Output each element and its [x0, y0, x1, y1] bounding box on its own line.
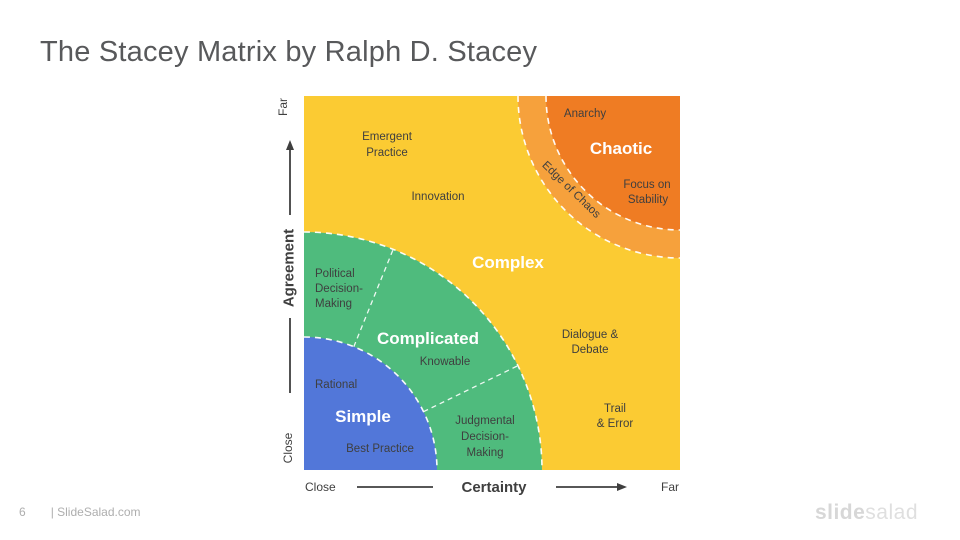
x-axis-arrowhead-right: [617, 483, 627, 491]
brand-logo-slide: slide: [814, 501, 866, 524]
label-political-line1: Political: [315, 268, 355, 280]
footer-source-text: | SlideSalad.com: [50, 505, 141, 519]
footer: 6 | SlideSalad.com: [19, 505, 141, 519]
label-dialogue-debate-line2: Debate: [571, 344, 608, 356]
x-axis-arrow: [357, 483, 627, 491]
boundary-arc-simple: [304, 336, 438, 470]
label-political-line3: Making: [315, 298, 352, 310]
label-emergent-practice-line2: Practice: [366, 147, 408, 159]
label-innovation: Innovation: [411, 191, 464, 203]
x-axis-far-label: Far: [661, 480, 679, 494]
label-emergent-practice-line1: Emergent: [362, 131, 413, 143]
y-axis-arrow: [286, 140, 294, 393]
region-chaotic: [546, 96, 680, 230]
boundary-arc-chaos-inner: [545, 96, 680, 231]
label-best-practice: Best Practice: [346, 443, 414, 455]
label-trail-error-line2: & Error: [597, 418, 634, 430]
x-axis-close-label: Close: [305, 480, 336, 494]
y-axis-far-label: Far: [276, 98, 290, 116]
stacey-matrix-diagram: Chaotic Complex Complicated Simple Anarc…: [304, 96, 680, 470]
heading-complicated: Complicated: [377, 329, 479, 348]
page-title: The Stacey Matrix by Ralph D. Stacey: [40, 36, 538, 68]
brand-logo-salad: salad: [865, 501, 918, 524]
label-judgmental-line2: Decision-: [461, 431, 509, 443]
label-rational: Rational: [315, 379, 357, 391]
label-focus-on-stability-line1: Focus on: [623, 179, 670, 191]
label-trail-error-line1: Trail: [604, 403, 626, 415]
y-axis-close-label: Close: [281, 432, 295, 464]
label-judgmental-line1: Judgmental: [455, 415, 514, 427]
label-judgmental-line3: Making: [466, 447, 503, 459]
label-political-line2: Decision-: [315, 283, 363, 295]
heading-simple: Simple: [335, 407, 391, 426]
label-focus-on-stability-line2: Stability: [628, 194, 669, 206]
brand-logo: slidesalad: [815, 501, 918, 525]
x-axis-label: Certainty: [461, 479, 527, 496]
label-dialogue-debate-line1: Dialogue &: [562, 329, 619, 341]
region-simple: [304, 337, 437, 470]
heading-chaotic: Chaotic: [590, 139, 652, 158]
boundary-arc-chaos-outer: [517, 96, 680, 259]
label-knowable: Knowable: [420, 356, 471, 368]
y-axis-arrowhead-up: [286, 140, 294, 150]
page-number: 6: [19, 505, 26, 519]
heading-complex: Complex: [472, 253, 544, 272]
boundary-arc-complicated: [304, 231, 543, 470]
label-anarchy: Anarchy: [564, 108, 606, 120]
